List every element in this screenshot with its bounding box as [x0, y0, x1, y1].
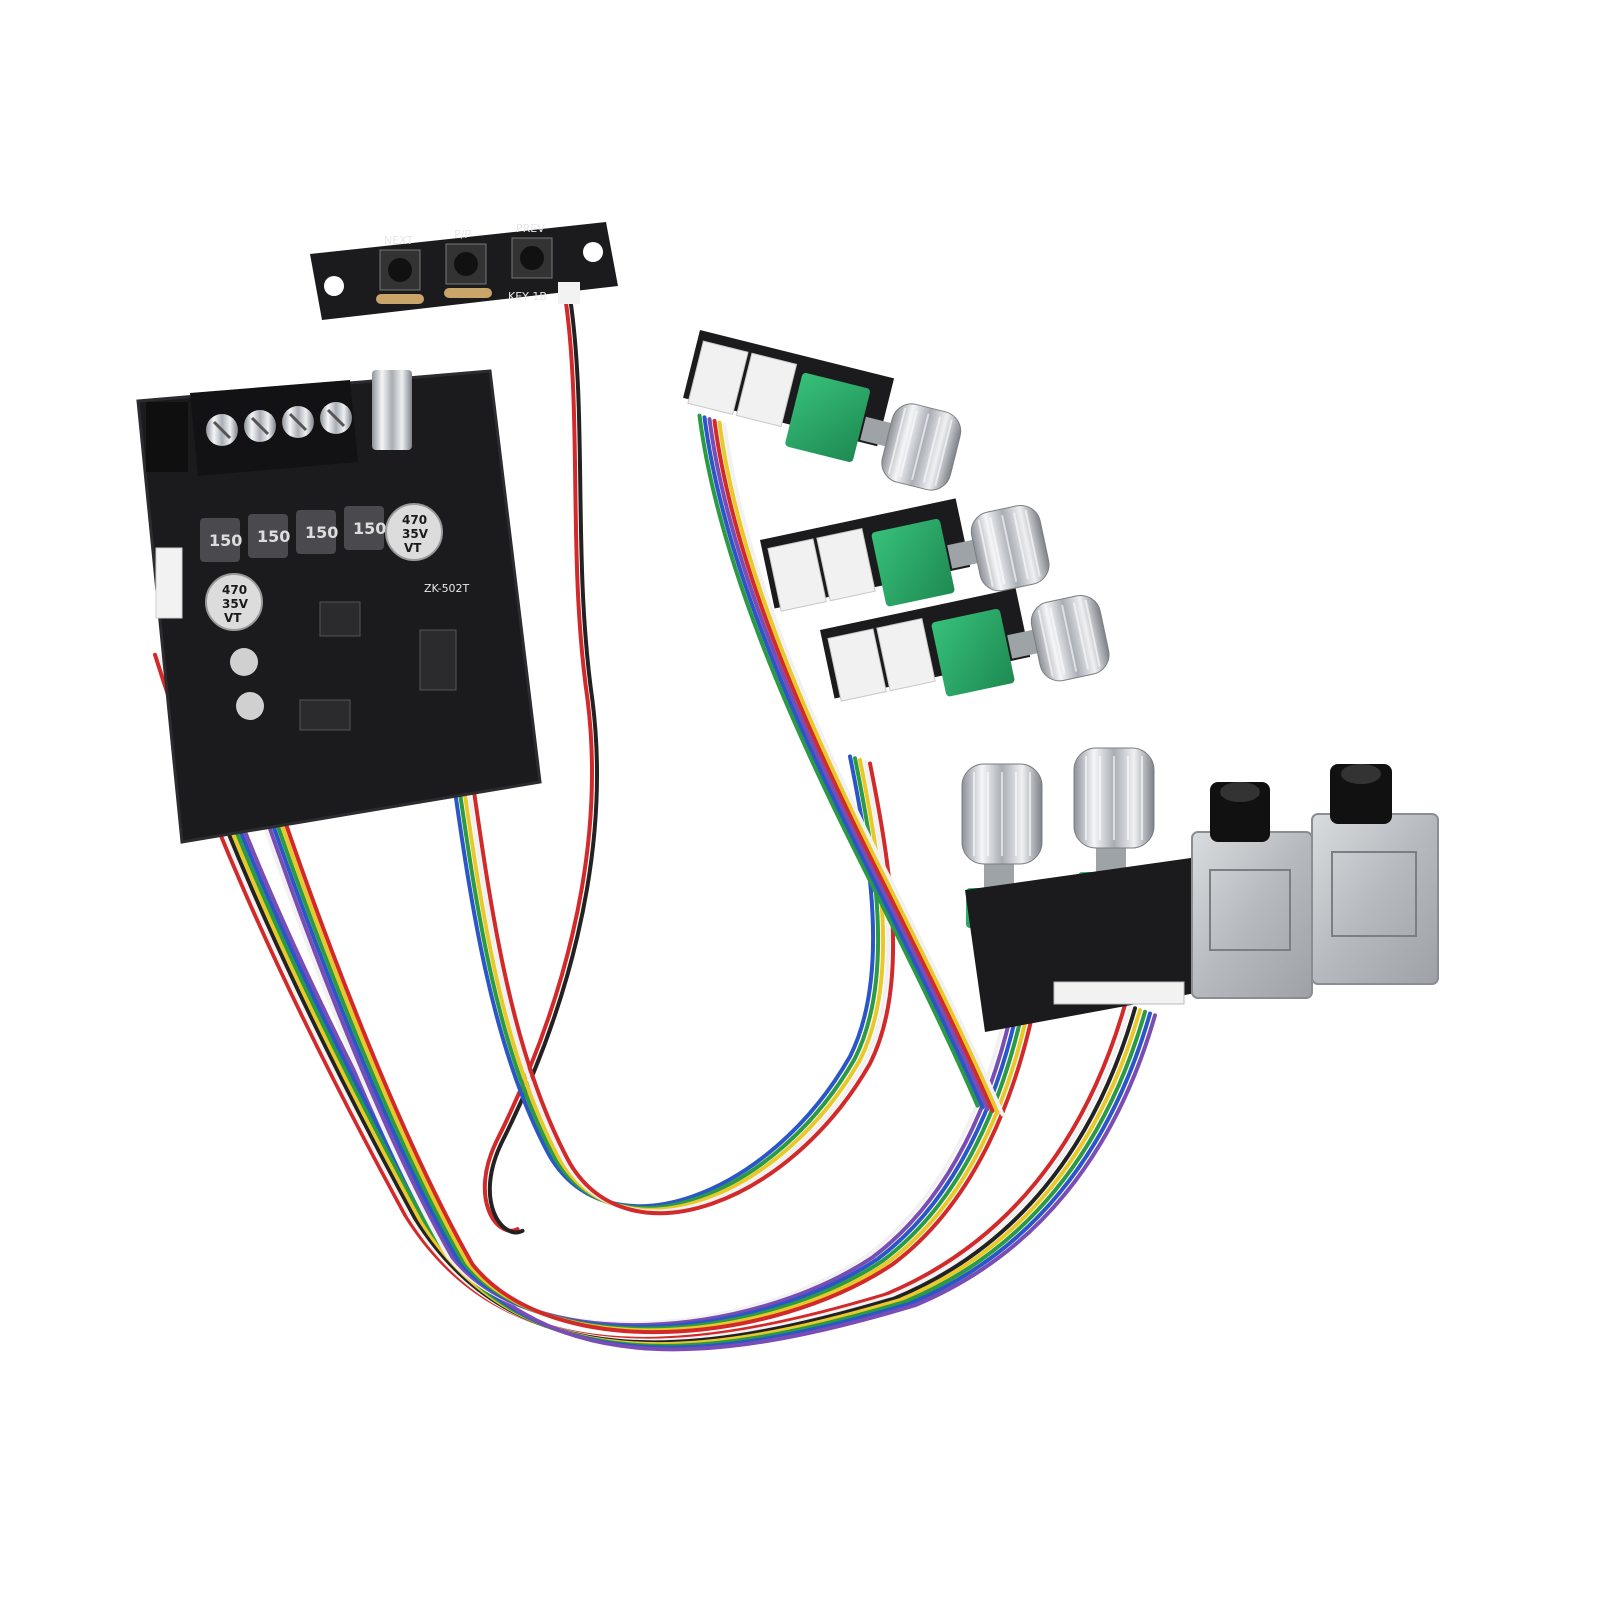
- audio-jack-2: [1311, 764, 1439, 985]
- svg-text:470: 470: [402, 513, 427, 527]
- pot-cable: [697, 413, 1005, 1117]
- capacitor-large-1: 470 35V VT: [385, 503, 443, 561]
- key-board-cable: [482, 297, 599, 1235]
- board-model-label: ZK-502T: [424, 582, 470, 595]
- capacitor-small: [236, 692, 264, 720]
- svg-text:35V: 35V: [402, 527, 429, 541]
- button-board: NEXT P/P PREV KEY 1B: [310, 222, 618, 320]
- prev-button-label: PREV: [516, 222, 545, 235]
- main-to-jack-cable: [153, 652, 1157, 1352]
- chip: [319, 601, 361, 637]
- svg-text:470: 470: [222, 583, 247, 597]
- screw-terminal-block: [190, 380, 358, 476]
- side-connector: [155, 547, 183, 619]
- button-board-connector: [558, 282, 580, 304]
- svg-text:VT: VT: [404, 541, 422, 555]
- input-jack-board: [965, 764, 1439, 1032]
- potentiometer-module-1: [683, 330, 962, 491]
- main-amplifier-board: 150 150 150 150 470 35V VT 470 35V VT ZK…: [136, 369, 542, 844]
- usb-port: [372, 370, 412, 450]
- inductor-label: 150: [305, 523, 338, 542]
- svg-text:35V: 35V: [222, 597, 249, 611]
- next-button-label: NEXT: [384, 234, 414, 247]
- potentiometer-body: [785, 372, 870, 462]
- dc-jack: [146, 402, 188, 472]
- chip: [299, 699, 351, 731]
- wire-harnesses: [153, 297, 1157, 1352]
- play-pause-button-label: P/P: [454, 228, 471, 241]
- inductors: 150 150 150 150: [200, 506, 386, 562]
- potentiometer-body: [871, 518, 955, 607]
- inductor-label: 150: [257, 527, 290, 546]
- potentiometer-module-2: [760, 498, 1050, 612]
- potentiometer-module-3: [820, 588, 1110, 702]
- chip: [419, 629, 457, 691]
- capacitor-small: [230, 648, 258, 676]
- inductor-label: 150: [353, 519, 386, 538]
- jack-board-connector: [1053, 981, 1185, 1005]
- button-board-header-label: KEY 1B: [508, 290, 547, 303]
- capacitor-large-2: 470 35V VT: [205, 573, 263, 631]
- main-to-pot-cable: [448, 754, 896, 1215]
- svg-text:VT: VT: [224, 611, 242, 625]
- inductor-label: 150: [209, 531, 242, 550]
- audio-jack-1: [1191, 782, 1313, 999]
- potentiometer-body: [931, 608, 1015, 697]
- main-bottom-cable: [245, 773, 1035, 1335]
